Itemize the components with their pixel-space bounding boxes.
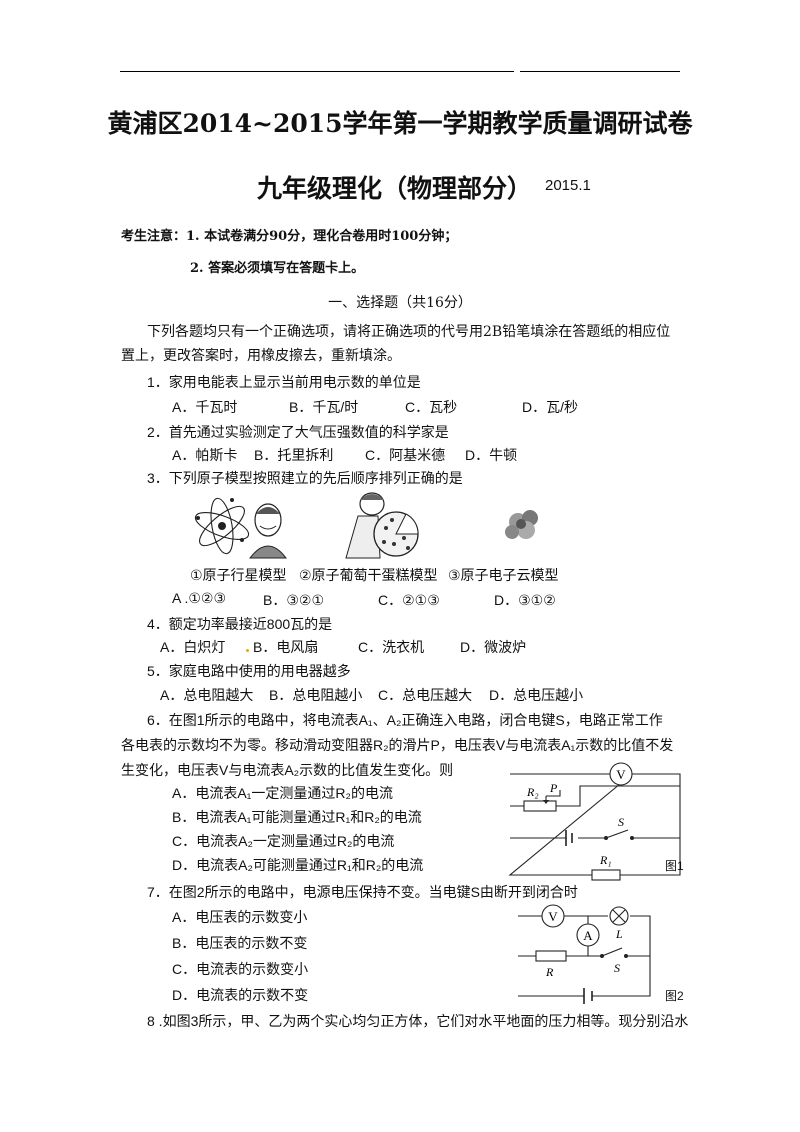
fig2-voltmeter-label: V [548, 909, 558, 924]
q5-option-a: A．总电阻越大 [160, 687, 254, 703]
q3-figure-label-3: ③原子电子云模型 [448, 567, 559, 583]
stray-dot-mark [246, 649, 249, 652]
q5-option-d: D．总电压越小 [489, 687, 584, 703]
electron-cloud-illustration [505, 510, 538, 539]
fig1-voltmeter-label: V [616, 767, 626, 782]
figure-1-caption: 图1 [665, 859, 684, 873]
q2-option-d: D．牛顿 [465, 447, 518, 463]
planetary-atom-illustration [194, 497, 288, 559]
atom-models-figure [194, 492, 538, 559]
q6-option-c: C．电流表A₂一定测量通过R₂的电流 [172, 833, 395, 849]
fig1-switch-label: S [618, 815, 624, 829]
notice-label: 考生注意： [121, 229, 187, 244]
section-intro-line-1: 下列各题均只有一个正确选项，请将正确选项的代号用2B铅笔填涂在答题纸的相应位 [147, 324, 671, 340]
q7-option-a: A．电压表的示数变小 [172, 909, 308, 925]
page-title: 黄浦区2014~2015学年第一学期教学质量调研试卷 [107, 109, 693, 138]
question-6-stem-line-3: 生变化，电压表V与电流表A₂示数的比值发生变化。则 [121, 762, 454, 778]
header-rule-right [520, 71, 680, 72]
q3-option-a: A .①②③ [172, 590, 226, 606]
question-4-stem: 4．额定功率最接近800瓦的是 [147, 616, 333, 632]
q5-option-b: B．总电阻越小 [269, 687, 363, 703]
section-title: 一、选择题（共16分） [328, 295, 472, 311]
q1-option-a: A．千瓦时 [172, 399, 238, 415]
question-7-stem: 7．在图2所示的电路中，电源电压保持不变。当电键S由断开到闭合时 [147, 884, 578, 900]
q6-option-b: B．电流表A₁可能测量通过R₁和R₂的电流 [172, 809, 422, 825]
q7-option-c: C．电流表的示数变小 [172, 961, 309, 977]
plum-pudding-illustration [345, 492, 419, 559]
q5-option-c: C．总电压越大 [378, 687, 473, 703]
fig2-ammeter-label: A [583, 928, 593, 943]
q3-figure-label-1: ①原子行星模型 [190, 567, 287, 583]
question-6-stem-line-2: 各电表的示数均不为零。移动滑动变阻器R₂的滑片P，电压表V与电流表A₁示数的比值… [121, 737, 674, 753]
fig1-slider-label: P [549, 781, 558, 795]
q2-option-a: A．帕斯卡 [172, 447, 238, 463]
q3-option-d: D．③①② [494, 592, 556, 608]
question-2-stem: 2．首先通过实验测定了大气压强数值的科学家是 [147, 424, 449, 440]
fig2-lamp-label: L [615, 927, 623, 941]
figure-2-caption: 图2 [665, 989, 684, 1003]
fig1-r2-label: R₂ [526, 785, 539, 799]
circuit-figure-1: V R₂ P S R₁ [508, 762, 681, 881]
notice-item-1: 1. 本试卷满分90分，理化合卷用时100分钟； [186, 229, 458, 244]
q7-option-b: B．电压表的示数不变 [172, 935, 308, 951]
fig1-r1-label: R₁ [599, 853, 612, 867]
question-5-stem: 5．家庭电路中使用的用电器越多 [147, 663, 351, 679]
header-rule-left [120, 71, 514, 72]
notice-line-1: 考生注意：1. 本试卷满分90分，理化合卷用时100分钟； [121, 225, 457, 244]
q1-option-b: B．千瓦/时 [289, 399, 359, 415]
q3-figure-label-2: ②原子葡萄干蛋糕模型 [299, 567, 438, 583]
q3-option-b: B．③②① [263, 592, 324, 608]
q4-option-b: B．电风扇 [253, 639, 319, 655]
question-3-stem: 3．下列原子模型按照建立的先后顺序排列正确的是 [147, 470, 463, 486]
q2-option-b: B．托里拆利 [254, 447, 334, 463]
q3-option-c: C．②①③ [378, 592, 440, 608]
page-subtitle: 九年级理化（物理部分） [257, 174, 533, 203]
question-1-stem: 1．家用电能表上显示当前用电示数的单位是 [147, 374, 421, 390]
question-8-stem: 8 .如图3所示，甲、乙为两个实心均匀正方体，它们对水平地面的压力相等。现分别沿… [147, 1013, 689, 1029]
q4-option-a: A．白炽灯 [160, 639, 226, 655]
circuit-figure-2: V A L R S [518, 904, 651, 1004]
exam-date: 2015.1 [545, 177, 591, 194]
q7-option-d: D．电流表的示数不变 [172, 987, 309, 1003]
q1-option-c: C．瓦秒 [405, 399, 458, 415]
fig2-switch-label: S [614, 961, 620, 975]
q6-option-a: A．电流表A₁一定测量通过R₂的电流 [172, 785, 393, 801]
q2-option-c: C．阿基米德 [365, 447, 446, 463]
section-intro-line-2: 置上，更改答案时，用橡皮擦去，重新填涂。 [121, 348, 401, 364]
notice-item-2: 2. 答案必须填写在答题卡上。 [190, 261, 365, 276]
q6-option-d: D．电流表A₂可能测量通过R₁和R₂的电流 [172, 857, 424, 873]
q1-option-d: D．瓦/秒 [522, 399, 578, 415]
fig2-resistor-label: R [545, 965, 554, 979]
q4-option-d: D．微波炉 [460, 639, 527, 655]
question-6-stem-line-1: 6．在图1所示的电路中，将电流表A₁、A₂正确连入电路，闭合电键S，电路正常工作 [147, 712, 663, 728]
q4-option-c: C．洗衣机 [358, 639, 425, 655]
